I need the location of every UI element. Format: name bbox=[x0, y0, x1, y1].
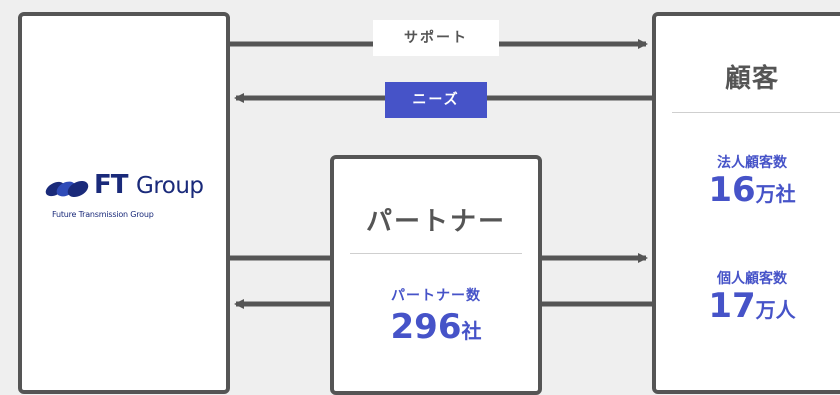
partner-count-label: パートナー数 bbox=[391, 288, 481, 304]
individual-customers-unit: 万人 bbox=[755, 298, 796, 322]
partner-box: パートナー パートナー数 296社 bbox=[330, 155, 542, 395]
corporate-customers-unit: 万社 bbox=[755, 182, 796, 206]
customer-divider bbox=[672, 112, 840, 113]
needs-label: ニーズ bbox=[385, 82, 487, 118]
individual-customers-label: 個人顧客数 bbox=[717, 271, 787, 287]
customer-title: 顧客 bbox=[724, 64, 779, 94]
ft-group-box: FT Group Future Transmission Group bbox=[18, 12, 230, 394]
partner-count-value: 296社 bbox=[334, 307, 538, 347]
ft-group-logo: FT Group Future Transmission Group bbox=[44, 170, 214, 228]
individual-customers-value: 17万人 bbox=[656, 286, 840, 326]
partner-count-number: 296 bbox=[390, 307, 462, 347]
logo-group-text: Group bbox=[136, 173, 204, 199]
logo-ft-text: FT bbox=[94, 170, 128, 200]
corporate-customers-value: 16万社 bbox=[656, 170, 840, 210]
logo-subtitle: Future Transmission Group bbox=[52, 210, 154, 219]
partner-title: パートナー bbox=[365, 207, 506, 237]
partner-divider bbox=[350, 253, 522, 254]
corporate-customers-number: 16 bbox=[708, 170, 756, 210]
partner-count-unit: 社 bbox=[461, 319, 482, 343]
corporate-customers-label: 法人顧客数 bbox=[717, 155, 787, 171]
customer-box: 顧客 法人顧客数 16万社 個人顧客数 17万人 bbox=[652, 12, 840, 394]
ft-logo-mark-icon bbox=[45, 180, 89, 198]
support-label: サポート bbox=[373, 20, 499, 56]
individual-customers-number: 17 bbox=[708, 286, 756, 326]
